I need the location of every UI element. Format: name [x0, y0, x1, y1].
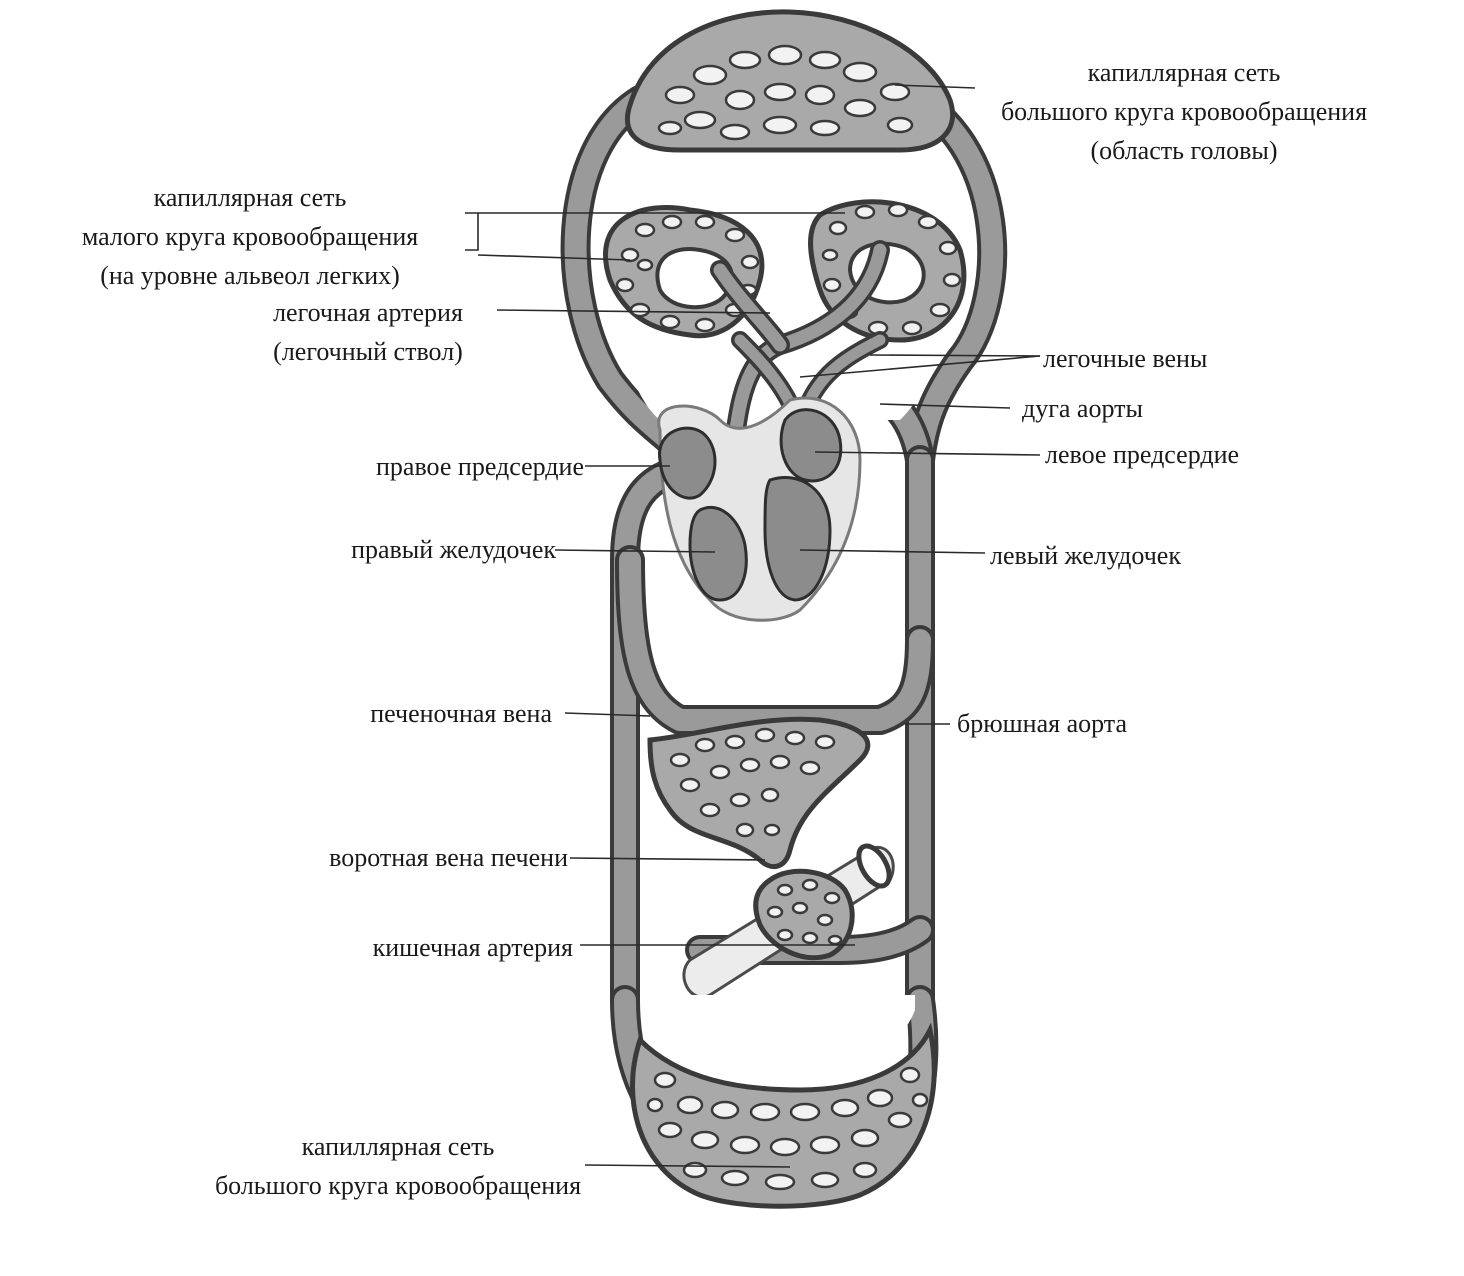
label-lung-capillary-net: капиллярная сеть малого круга кровообращ…: [30, 178, 470, 295]
left-ventricle-shape: [763, 475, 832, 602]
label-head-net-line-2: большого круга кровообращения: [1000, 97, 1368, 126]
label-left-ventricle: левый желудочек: [990, 541, 1181, 570]
label-lung-net-line-1: капиллярная сеть: [153, 183, 347, 212]
heart: [657, 396, 862, 622]
left-atrium-shape: [779, 408, 843, 483]
label-lung-net-line-3: (на уровне альвеол легких): [100, 261, 400, 290]
label-right-atrium: правое предсердие: [376, 452, 584, 481]
label-aortic-arch: дуга аорты: [1022, 394, 1143, 423]
label-head-net-line-1: капиллярная сеть: [1087, 58, 1281, 87]
hepatic-capillary-net: [647, 716, 871, 869]
label-left-atrium: левое предсердие: [1045, 440, 1240, 469]
label-lung-net-line-2: малого круга кровообращения: [81, 222, 419, 251]
label-pulmonary-artery-line-1: легочная артерия: [273, 298, 463, 327]
intestinal-capillary-net: [753, 868, 855, 961]
label-body-capillary-net: капиллярная сеть большого круга кровообр…: [160, 1127, 636, 1205]
label-body-net-line-1: капиллярная сеть: [301, 1132, 495, 1161]
right-ventricle-shape: [688, 506, 748, 602]
label-pulmonary-artery-line-2: (легочный ствол): [273, 337, 463, 366]
label-portal-vein: воротная вена печени: [329, 843, 568, 872]
label-head-net-line-3: (область головы): [1090, 136, 1278, 165]
label-hepatic-vein: печеночная вена: [370, 699, 552, 728]
label-pulmonary-artery: легочная артерия (легочный ствол): [240, 293, 496, 371]
label-body-net-line-2: большого круга кровообращения: [214, 1171, 582, 1200]
label-right-ventricle: правый желудочек: [351, 535, 556, 564]
label-intestinal-artery: кишечная артерия: [372, 933, 573, 962]
label-pulmonary-veins: легочные вены: [1043, 344, 1208, 373]
leader-lines: [465, 84, 1041, 1168]
right-atrium-shape: [658, 426, 717, 500]
body-capillary-net: [630, 995, 937, 1209]
label-head-capillary-net: капиллярная сеть большого круга кровообр…: [950, 53, 1418, 170]
label-abdominal-aorta: брюшная аорта: [957, 709, 1128, 738]
